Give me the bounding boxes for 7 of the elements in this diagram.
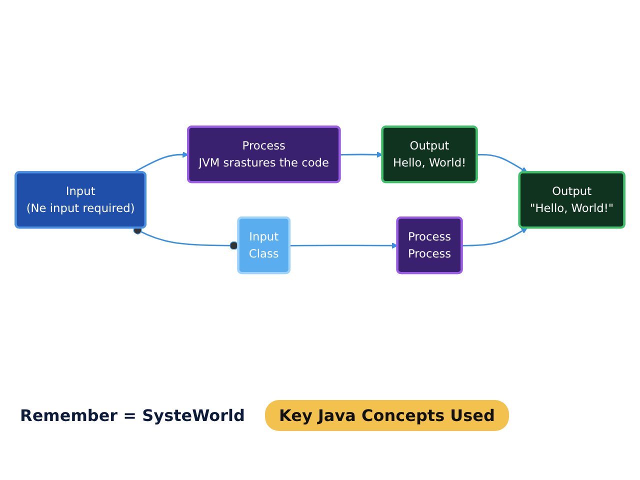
arrow bbox=[133, 152, 189, 174]
arrow bbox=[462, 228, 528, 247]
arrow bbox=[290, 242, 398, 249]
arrow bbox=[477, 154, 528, 173]
arrow bbox=[340, 152, 383, 158]
section-heading: Key Java Concepts Used bbox=[264, 400, 509, 431]
note-text: Remember = SysteWorld bbox=[20, 406, 245, 425]
